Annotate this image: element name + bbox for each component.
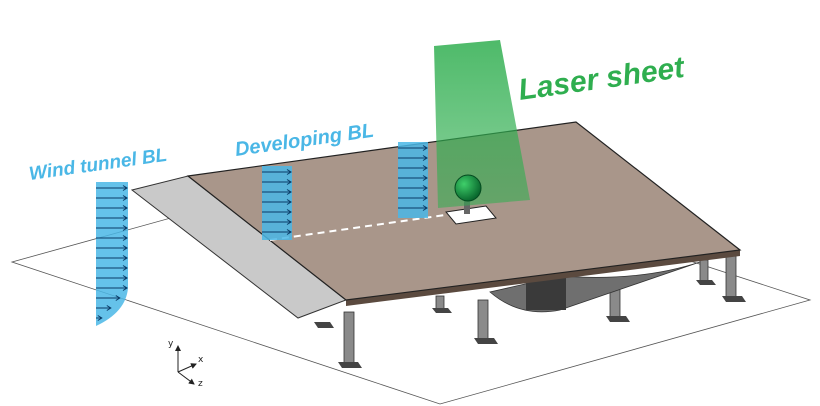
velocity-arrowhead <box>286 189 292 195</box>
laser-beam <box>434 40 530 208</box>
leg <box>725 253 737 299</box>
axis-y-label: y <box>168 339 174 349</box>
axis-z-label: z <box>198 379 203 389</box>
velocity-arrowhead <box>422 175 428 181</box>
sphere <box>454 174 482 202</box>
velocity-arrowhead <box>122 205 128 211</box>
velocity-arrowhead <box>286 229 292 235</box>
velocity-arrowhead <box>122 195 128 201</box>
velocity-arrowhead <box>122 245 128 251</box>
leg-feet <box>314 280 746 368</box>
velocity-arrowhead <box>122 215 128 221</box>
velocity-arrowhead <box>286 169 292 175</box>
velocity-arrowhead <box>122 235 128 241</box>
coordinate-axes <box>175 345 197 385</box>
velocity-arrowhead <box>122 225 128 231</box>
velocity-arrowhead <box>286 199 292 205</box>
underside-box <box>526 278 566 310</box>
measurement-line <box>269 213 453 241</box>
plate-edge <box>346 250 740 306</box>
velocity-arrowhead <box>422 185 428 191</box>
velocity-arrowhead <box>286 179 292 185</box>
developing-bl-profile-1 <box>262 166 292 240</box>
velocity-arrowhead <box>422 165 428 171</box>
velocity-arrowhead <box>286 209 292 215</box>
velocity-arrowhead <box>122 275 128 281</box>
velocity-arrowhead <box>115 295 121 301</box>
velocity-arrowhead <box>122 265 128 271</box>
mount-plate <box>445 205 497 225</box>
wind-tunnel-bl-profile <box>96 182 128 326</box>
leg <box>343 311 355 365</box>
velocity-arrowhead <box>97 315 103 321</box>
velocity-arrowhead <box>422 145 428 151</box>
laser-sheet-label: Laser sheet <box>516 51 688 107</box>
wind-tunnel-bl-label: Wind tunnel BL <box>28 145 169 185</box>
leg <box>699 259 709 283</box>
developing-bl-profile-2 <box>398 142 428 218</box>
velocity-arrowhead <box>422 205 428 211</box>
velocity-arrowhead <box>122 185 128 191</box>
velocity-arrowhead <box>422 155 428 161</box>
velocity-arrowhead <box>286 219 292 225</box>
velocity-arrowhead <box>122 255 128 261</box>
leg <box>435 295 445 311</box>
leg <box>477 299 489 341</box>
velocity-arrowhead <box>122 285 128 291</box>
axis-x-label: x <box>198 355 204 365</box>
velocity-arrowhead <box>422 195 428 201</box>
velocity-arrowhead <box>106 305 112 311</box>
